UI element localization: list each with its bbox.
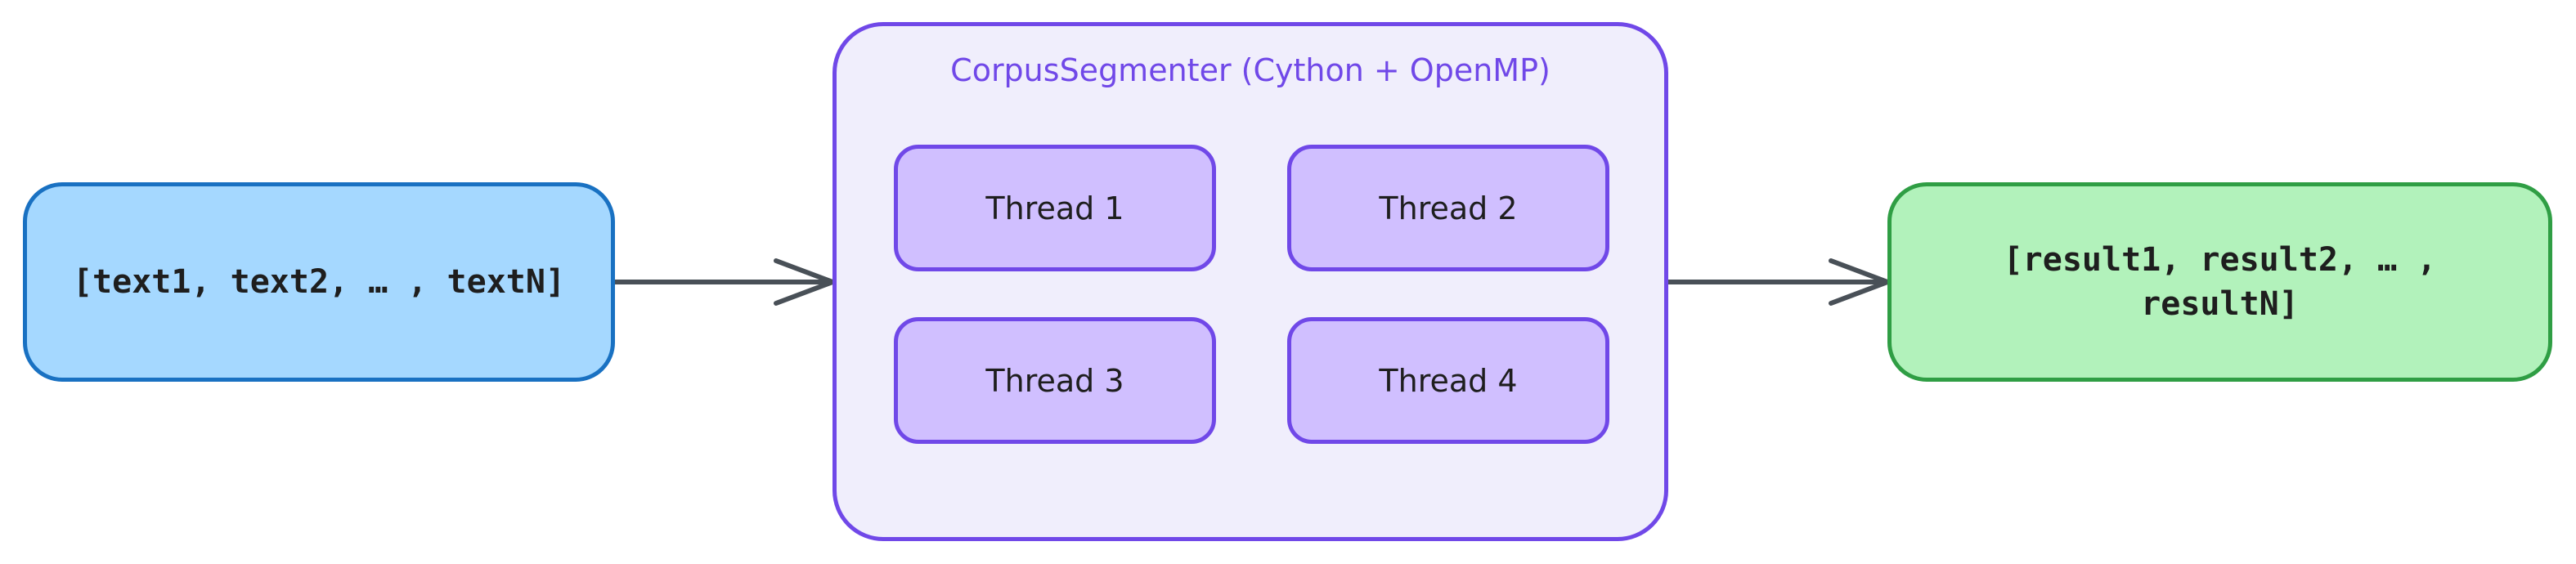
thread-3-node: Thread 3 xyxy=(894,317,1216,444)
output-list-node: [result1, result2, … , resultN] xyxy=(1887,182,2552,382)
thread-2-label: Thread 2 xyxy=(1379,190,1518,226)
thread-1-node: Thread 1 xyxy=(894,145,1216,271)
thread-3-label: Thread 3 xyxy=(985,362,1124,399)
input-list-label: [text1, text2, … , textN] xyxy=(72,263,566,301)
thread-4-node: Thread 4 xyxy=(1287,317,1609,444)
thread-1-label: Thread 1 xyxy=(985,190,1124,226)
arrow-input-to-processor xyxy=(613,258,840,306)
corpus-segmenter-title: CorpusSegmenter (Cython + OpenMP) xyxy=(950,52,1551,88)
input-list-node: [text1, text2, … , textN] xyxy=(23,182,615,382)
arrow-processor-to-output xyxy=(1666,258,1895,306)
corpus-segmenter-group: CorpusSegmenter (Cython + OpenMP) Thread… xyxy=(832,22,1668,541)
thread-2-node: Thread 2 xyxy=(1287,145,1609,271)
thread-4-label: Thread 4 xyxy=(1379,362,1518,399)
output-list-label: [result1, result2, … , resultN] xyxy=(2003,241,2437,323)
